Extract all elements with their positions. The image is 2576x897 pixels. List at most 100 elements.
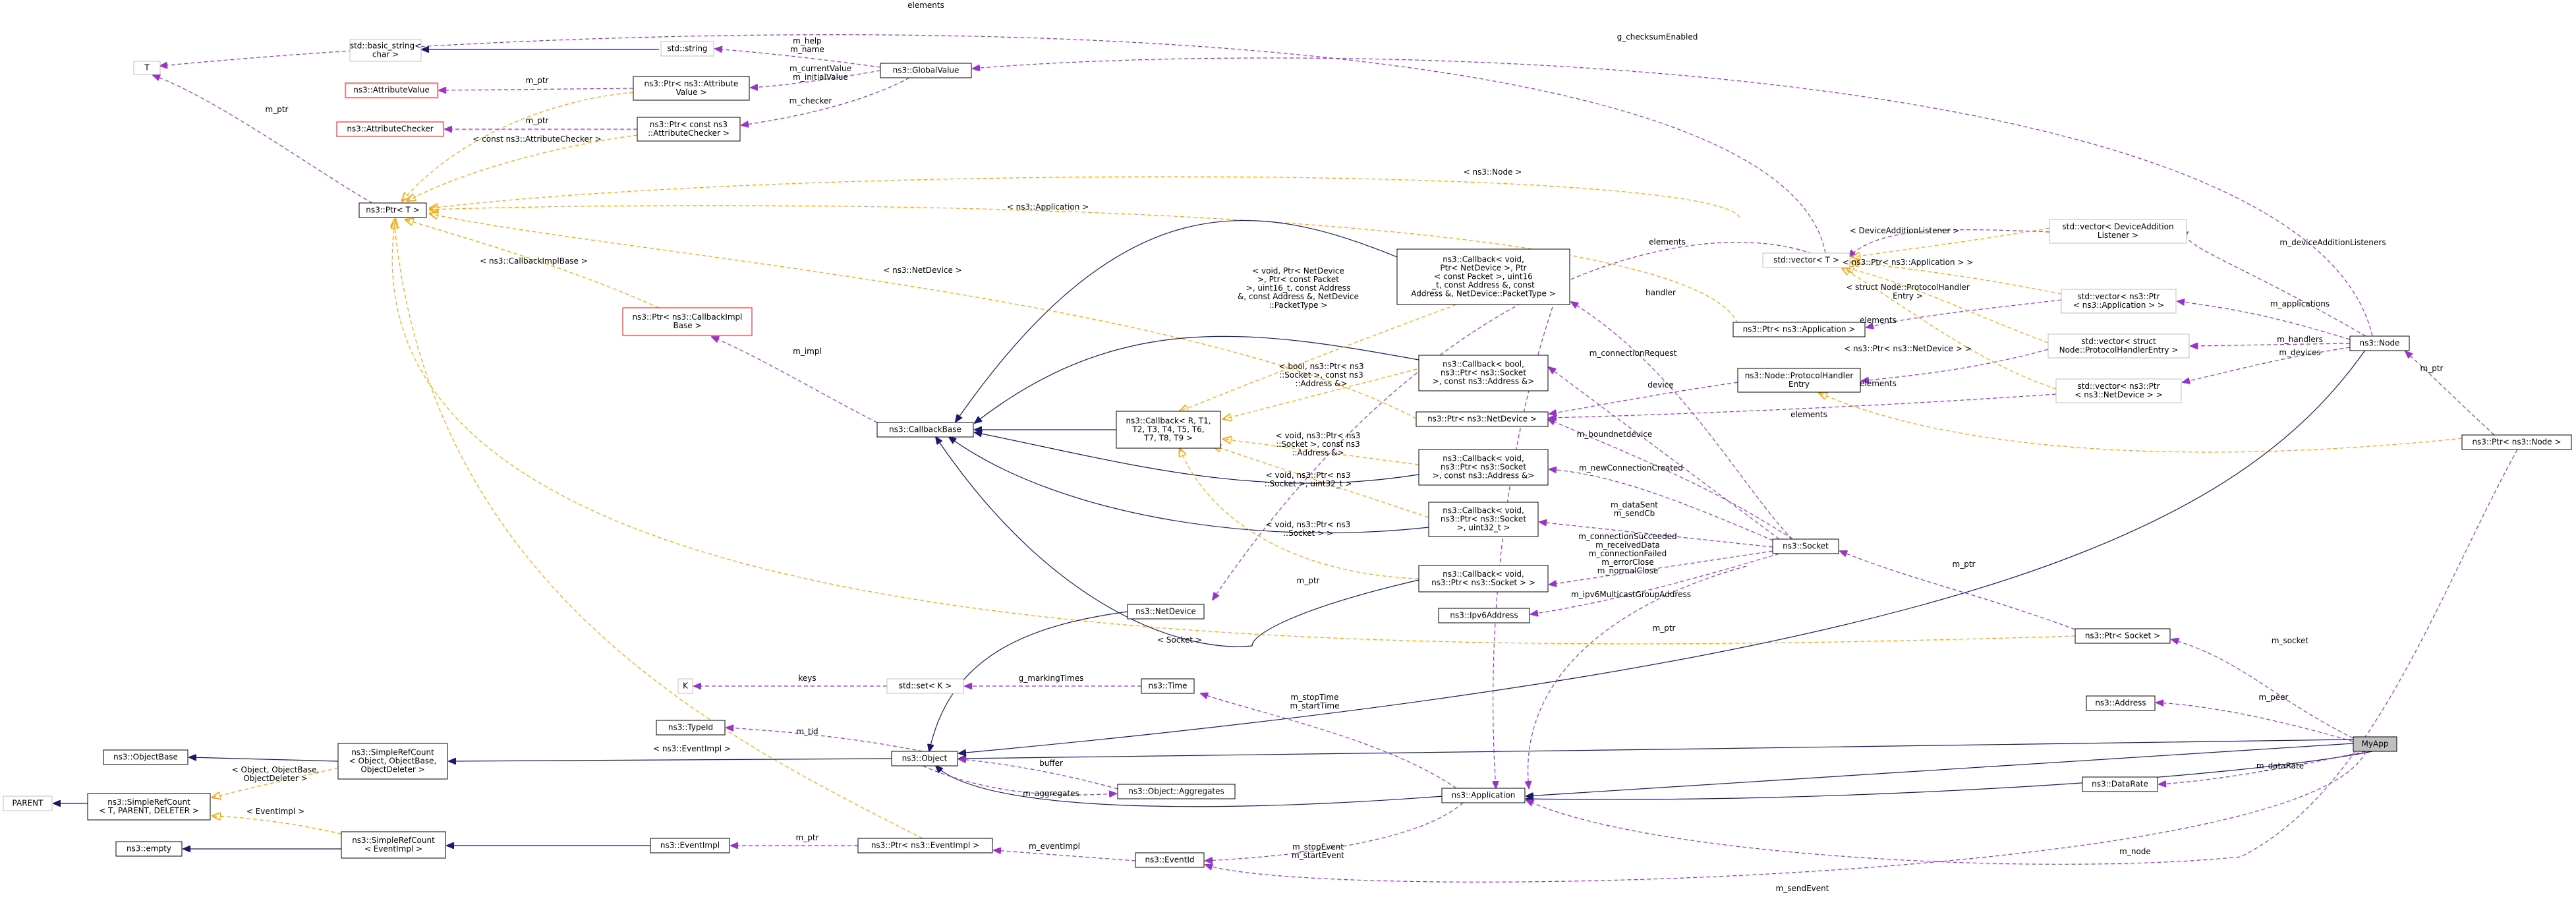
node-objectbase[interactable]: ns3::ObjectBase [103, 749, 188, 765]
node-box [336, 121, 444, 137]
usage-edge [2159, 751, 2366, 784]
node-eventimpl[interactable]: ns3::EventImpl [650, 838, 730, 854]
node-label: ns3::Callback< R, T1,T2, T3, T4, T5, T6,… [1126, 417, 1211, 443]
node-aggregates[interactable]: ns3::Object::Aggregates [1117, 784, 1236, 799]
edge-label-keys: keys [798, 674, 816, 683]
node-callback-sock-addr[interactable]: ns3::Callback< void,ns3::Ptr< ns3::Socke… [1418, 449, 1549, 486]
node-box [1428, 502, 1539, 537]
node-callback-generic[interactable]: ns3::Callback< R, T1,T2, T3, T4, T5, T6,… [1116, 411, 1221, 449]
node-parent[interactable]: PARENT [3, 796, 53, 811]
node-label: ns3::empty [127, 844, 171, 854]
node-callback-dev[interactable]: ns3::Callback< void,Ptr< NetDevice >, Pt… [1396, 248, 1570, 305]
node-netdevice[interactable]: ns3::NetDevice [1127, 604, 1205, 620]
node-box [633, 76, 750, 101]
usage-edge [1528, 565, 1747, 788]
node-srcount-evt[interactable]: ns3::SimpleRefCount< EventImpl > [341, 831, 446, 859]
usage-edge [1862, 349, 2049, 381]
node-K[interactable]: K [677, 678, 693, 694]
template-edge [430, 214, 1417, 419]
node-ptr-node[interactable]: ns3::Ptr< ns3::Node > [2461, 434, 2572, 450]
node-socket[interactable]: ns3::Socket [1772, 538, 1839, 554]
node-eventid[interactable]: ns3::EventId [1135, 852, 1205, 868]
node-box [677, 678, 693, 694]
node-label: ns3::Callback< bool,ns3::Ptr< ns3::Socke… [1433, 360, 1535, 386]
node-label: ns3::ObjectBase [113, 753, 178, 762]
node-box [1418, 355, 1549, 391]
node-empty[interactable]: ns3::empty [115, 841, 183, 857]
edge-label-m-devlisteners: m_deviceAdditionListeners [2279, 238, 2386, 247]
inheritance-edge [936, 766, 1444, 807]
node-srcount-obj[interactable]: ns3::SimpleRefCount< Object, ObjectBase,… [337, 743, 448, 780]
node-label: ns3::EventImpl [660, 841, 720, 850]
node-ptr-application[interactable]: ns3::Ptr< ns3::Application > [1732, 322, 1866, 337]
node-label: T [144, 63, 150, 72]
node-typeid[interactable]: ns3::TypeId [656, 720, 726, 736]
edge-label-mptr-evt: m_ptr [796, 833, 819, 842]
node-ptr-eventimpl[interactable]: ns3::Ptr< ns3::EventImpl > [857, 838, 993, 854]
node-globalvalue[interactable]: ns3::GlobalValue [880, 63, 972, 78]
node-attrvalue[interactable]: ns3::AttributeValue [345, 82, 438, 98]
node-vector-T[interactable]: std::vector< T > [1762, 252, 1850, 268]
node-address[interactable]: ns3::Address [2086, 695, 2156, 711]
node-box [1127, 604, 1205, 620]
usage-edge [1571, 302, 1793, 540]
node-ptr-netdevice[interactable]: ns3::Ptr< ns3::NetDevice > [1416, 411, 1549, 427]
node-ptr-attrchecker[interactable]: ns3::Ptr< const ns3::AttributeChecker > [637, 117, 741, 142]
node-attrchecker[interactable]: ns3::AttributeChecker [336, 121, 444, 137]
edge-label-device: device [1647, 380, 1673, 390]
node-box [341, 831, 446, 859]
node-srcount-T[interactable]: ns3::SimpleRefCount< T, PARENT, DELETER … [87, 793, 211, 821]
node-ptr-socket[interactable]: ns3::Ptr< Socket > [2075, 628, 2171, 644]
node-box [1418, 565, 1549, 593]
node-set-K[interactable]: std::set< K > [886, 678, 964, 694]
node-vec-ptrapp[interactable]: std::vector< ns3::Ptr< ns3::Application … [2061, 289, 2177, 314]
node-callback-sock[interactable]: ns3::Callback< void,ns3::Ptr< ns3::Socke… [1418, 565, 1549, 593]
node-box [2082, 776, 2158, 792]
node-box [2055, 378, 2182, 403]
node-node[interactable]: ns3::Node [2349, 335, 2410, 351]
node-label: PARENT [13, 799, 44, 808]
node-box [1418, 449, 1549, 486]
node-string-basic[interactable]: std::basic_string<char > [349, 39, 422, 62]
inheritance-edge [1526, 743, 2354, 796]
node-std-string[interactable]: std::string [660, 41, 714, 57]
node-ptr-T[interactable]: ns3::Ptr< T > [358, 202, 427, 218]
edge-label-t-objbase: < Object, ObjectBase,ObjectDeleter > [232, 765, 320, 783]
template-edge [1850, 262, 2062, 295]
node-object[interactable]: ns3::Object [891, 751, 958, 767]
node-label: std::vector< T > [1773, 256, 1839, 265]
node-vec-ptrnetdev[interactable]: std::vector< ns3::Ptr< ns3::NetDevice > … [2055, 378, 2182, 403]
node-label: ns3::SimpleRefCount< T, PARENT, DELETER … [99, 797, 199, 815]
node-ipv6[interactable]: ns3::Ipv6Address [1438, 608, 1530, 623]
node-box [891, 751, 958, 767]
edge-label-handler: handler [1646, 288, 1676, 297]
edge-label-m-ptr-netdev: m_ptr [1297, 576, 1320, 585]
node-datarate[interactable]: ns3::DataRate [2082, 776, 2158, 792]
node-callback-bool[interactable]: ns3::Callback< bool,ns3::Ptr< ns3::Socke… [1418, 355, 1549, 391]
node-box [2353, 736, 2397, 752]
node-label: std::string [667, 44, 707, 53]
node-label: ns3::Address [2095, 699, 2146, 708]
node-box [2061, 289, 2177, 314]
edge-label-checker: m_checker [789, 96, 832, 105]
usage-edge [2156, 703, 2354, 742]
node-box [1762, 252, 1850, 268]
node-time[interactable]: ns3::Time [1141, 678, 1195, 694]
usage-edge [1549, 550, 1773, 585]
template-edge [402, 92, 634, 201]
node-myapp[interactable]: MyApp [2353, 736, 2397, 752]
node-callbackbase[interactable]: ns3::CallbackBase [876, 422, 974, 438]
node-T[interactable]: T [133, 61, 161, 75]
usage-edge [959, 759, 1118, 790]
inheritance-edge [959, 739, 2354, 759]
node-callback-sock-uint[interactable]: ns3::Callback< void,ns3::Ptr< ns3::Socke… [1428, 502, 1539, 537]
node-application[interactable]: ns3::Application [1441, 788, 1526, 803]
